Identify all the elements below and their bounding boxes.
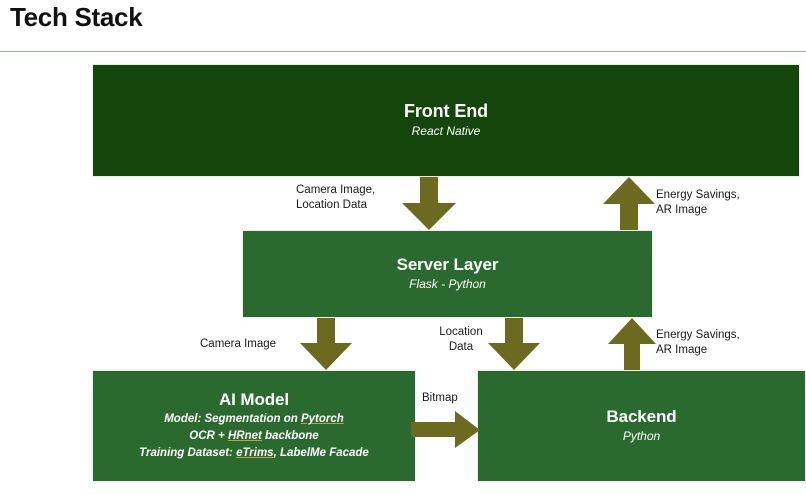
node-front-end-title: Front End: [403, 101, 489, 122]
node-backend[interactable]: Backend Python: [477, 370, 806, 482]
node-ai-model-title: AI Model: [218, 389, 290, 409]
arrow-down-server-to-aimodel: [296, 318, 356, 371]
node-backend-subtitle: Python: [622, 429, 661, 443]
node-ai-model-detail-2: OCR + HRnet backbone: [189, 430, 319, 443]
edge-label-backend-to-server: Energy Savings, AR Image: [656, 329, 740, 356]
edge-label-frontend-to-server: Camera Image, Location Data: [296, 184, 376, 211]
node-front-end-subtitle: React Native: [411, 124, 481, 139]
arrow-up-server-to-frontend: [601, 177, 657, 231]
node-server-layer-title: Server Layer: [396, 255, 499, 275]
node-ai-model-detail-1: Model: Segmentation on Pytorch: [164, 413, 344, 426]
edge-label-aimodel-to-backend: Bitmap: [422, 392, 458, 404]
arrow-right-aimodel-to-backend: [411, 411, 481, 449]
node-front-end[interactable]: Front End React Native: [92, 64, 800, 177]
node-ai-model[interactable]: AI Model Model: Segmentation on Pytorch …: [92, 370, 416, 482]
arrow-down-frontend-to-server: [398, 177, 460, 231]
node-backend-title: Backend: [606, 407, 677, 427]
arrow-up-backend-to-server: [606, 318, 658, 371]
node-server-layer[interactable]: Server Layer Flask - Python: [242, 230, 653, 318]
edge-label-server-to-aimodel: Camera Image: [200, 338, 277, 350]
edge-label-server-to-backend: Location Data: [439, 326, 483, 353]
title-divider: [0, 51, 806, 52]
arrow-down-server-to-backend: [484, 318, 544, 371]
node-server-layer-subtitle: Flask - Python: [409, 277, 486, 291]
page-title: Tech Stack: [10, 2, 143, 32]
edge-label-server-to-frontend: Energy Savings, AR Image: [656, 189, 740, 216]
node-ai-model-detail-3: Training Dataset: eTrims, LabelMe Facade: [139, 447, 369, 460]
